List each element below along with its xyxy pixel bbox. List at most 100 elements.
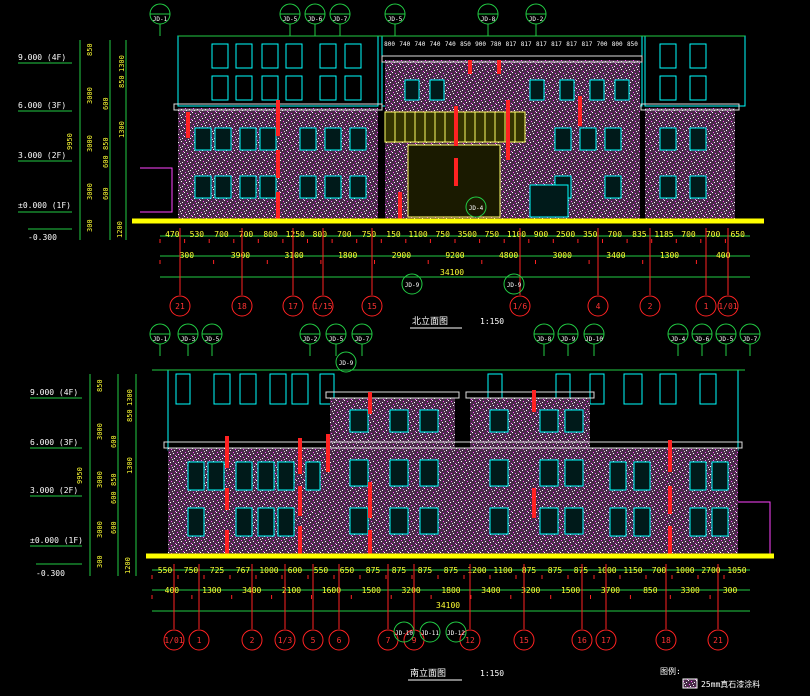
axis-label: 1/01 bbox=[164, 636, 183, 645]
axis-label: 18 bbox=[661, 636, 671, 645]
axis-label: 1 bbox=[704, 302, 709, 311]
axis-bubble bbox=[571, 629, 593, 651]
dim-value: 2500 bbox=[556, 230, 575, 239]
svg-text:600: 600 bbox=[110, 491, 118, 504]
axis-label: 1/3 bbox=[278, 636, 293, 645]
top-label: 817 bbox=[581, 41, 592, 48]
svg-text:300: 300 bbox=[86, 219, 94, 232]
dim-value: 767 bbox=[236, 566, 251, 575]
svg-text:850: 850 bbox=[110, 473, 118, 486]
north-level-2f: 3.000 (2F) bbox=[18, 151, 66, 160]
detail-tag-label: JD-4 bbox=[671, 336, 686, 343]
dim-value: 1500 bbox=[362, 586, 381, 595]
axis-bubble bbox=[241, 629, 263, 651]
dim-value: 800 bbox=[313, 230, 328, 239]
svg-text:1200: 1200 bbox=[124, 557, 132, 574]
top-label: 817 bbox=[506, 41, 517, 48]
axis-label: 7 bbox=[386, 636, 391, 645]
axis-label: 15 bbox=[367, 302, 377, 311]
svg-text:3000: 3000 bbox=[96, 471, 104, 488]
north-upper-windows bbox=[211, 43, 707, 101]
south-rainpipes bbox=[225, 390, 672, 558]
dim-value: 700 bbox=[239, 230, 254, 239]
svg-text:300: 300 bbox=[96, 555, 104, 568]
dim-value: 725 bbox=[210, 566, 225, 575]
detail-tag-label: JD-1 bbox=[153, 336, 168, 343]
dim-value: 850 bbox=[643, 586, 658, 595]
detail-tag-label: JD-9 bbox=[561, 336, 576, 343]
north-level-1f: ±0.000 (1F) bbox=[18, 201, 71, 210]
dim-value: 650 bbox=[340, 566, 355, 575]
axis-label: 1/6 bbox=[513, 302, 528, 311]
axis-bubble bbox=[707, 629, 729, 651]
detail-tag-label: JD-5 bbox=[329, 336, 344, 343]
axis-bubble bbox=[361, 295, 383, 317]
south-level-minus: -0.300 bbox=[36, 569, 65, 578]
axis-bubble bbox=[587, 295, 609, 317]
svg-text:3000: 3000 bbox=[86, 183, 94, 200]
dim-value: 2700 bbox=[701, 566, 720, 575]
detail-tag-label: JD-7 bbox=[743, 336, 758, 343]
south-lower-windows bbox=[187, 409, 729, 537]
dim-value: 750 bbox=[362, 230, 377, 239]
axis-label: 15 bbox=[519, 636, 529, 645]
detail-tag-label: JD-2 bbox=[529, 16, 544, 23]
top-label: 740 bbox=[399, 41, 410, 48]
legend-label: 图例: bbox=[660, 666, 681, 676]
dim-value: 875 bbox=[418, 566, 433, 575]
detail-tag-label: JD-5 bbox=[283, 16, 298, 23]
dim-value: 900 bbox=[534, 230, 549, 239]
axis-label: 2 bbox=[648, 302, 653, 311]
dim-value: 1250 bbox=[286, 230, 305, 239]
north-level-minus: -0.300 bbox=[28, 233, 57, 242]
axis-bubble bbox=[169, 295, 191, 317]
dim-value: 700 bbox=[337, 230, 352, 239]
axis-bubble bbox=[717, 295, 739, 317]
dim-value: 400 bbox=[716, 251, 731, 260]
dim-value: 3200 bbox=[521, 586, 540, 595]
dim-value: 875 bbox=[548, 566, 563, 575]
dim-value: 700 bbox=[706, 230, 721, 239]
dim-value: 3000 bbox=[553, 251, 572, 260]
dim-value: 1185 bbox=[654, 230, 673, 239]
north-level-marks bbox=[18, 40, 127, 240]
axis-bubble bbox=[595, 629, 617, 651]
svg-text:850: 850 bbox=[86, 43, 94, 56]
svg-text:600: 600 bbox=[110, 521, 118, 534]
north-level-4f: 9.000 (4F) bbox=[18, 53, 66, 62]
dim-value: 800 bbox=[263, 230, 278, 239]
svg-text:1300: 1300 bbox=[126, 389, 134, 406]
south-title: 南立面图 bbox=[410, 667, 446, 679]
dim-value: 9200 bbox=[445, 251, 464, 260]
svg-text:JD-11: JD-11 bbox=[421, 630, 439, 637]
dim-value: 750 bbox=[485, 230, 500, 239]
axis-bubble bbox=[509, 295, 531, 317]
svg-text:850: 850 bbox=[118, 75, 126, 88]
dim-value: 1150 bbox=[623, 566, 642, 575]
dim-value: 300 bbox=[723, 586, 738, 595]
north-level-3f: 6.000 (3F) bbox=[18, 101, 66, 110]
dim-value: 3400 bbox=[606, 251, 625, 260]
top-label: 850 bbox=[627, 41, 638, 48]
north-vertical-dims-left: 300 3000 3000 9950 3000 bbox=[66, 87, 94, 232]
legend-swatch bbox=[682, 678, 698, 689]
svg-text:JD-4: JD-4 bbox=[469, 205, 484, 212]
svg-text:1200: 1200 bbox=[116, 221, 124, 238]
dim-value: 3300 bbox=[681, 586, 700, 595]
svg-text:1300: 1300 bbox=[118, 55, 126, 72]
dim-value: 1500 bbox=[561, 586, 580, 595]
svg-text:JD-12: JD-12 bbox=[447, 630, 465, 637]
top-label: 900 bbox=[475, 41, 486, 48]
legend: 图例: 25mm真石漆涂料 bbox=[660, 666, 760, 689]
detail-tag-label: JD-8 bbox=[537, 336, 552, 343]
dim-value: 750 bbox=[184, 566, 199, 575]
north-canopy-tag: JD-4 bbox=[465, 196, 487, 218]
north-dim-lines bbox=[160, 235, 750, 278]
detail-tag-label: JD-10 bbox=[585, 336, 603, 343]
north-lower-windows bbox=[194, 79, 707, 199]
top-label: 817 bbox=[566, 41, 577, 48]
svg-text:850: 850 bbox=[96, 379, 104, 392]
